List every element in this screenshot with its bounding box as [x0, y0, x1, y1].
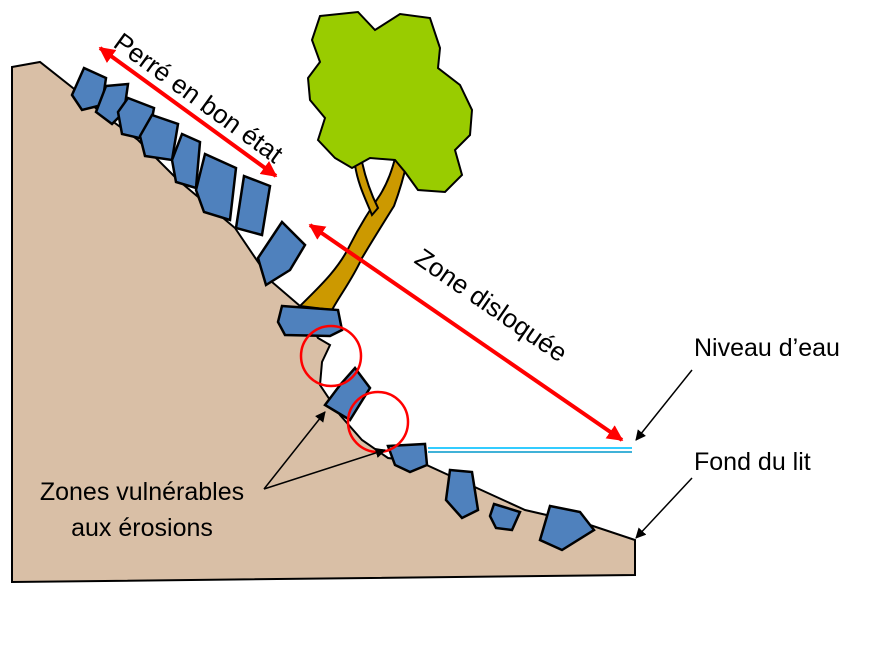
pointer-zones-1 — [263, 411, 326, 490]
stone — [538, 504, 596, 552]
pointer-fond-lit — [635, 477, 693, 539]
stone — [194, 152, 238, 222]
label-fond-lit: Fond du lit — [694, 448, 811, 476]
stone — [488, 502, 522, 532]
stone — [256, 220, 307, 287]
pointer-niveau-eau — [635, 369, 693, 441]
tree-trunk — [297, 153, 410, 312]
label-zones-vulnerables-line1: Zones vulnérables — [40, 478, 244, 506]
arrow-zone-disloquee — [308, 223, 624, 442]
arrow-perre — [98, 46, 278, 178]
tree-foliage — [306, 10, 474, 194]
erosion-circle — [346, 390, 410, 454]
stone — [234, 174, 272, 237]
stone — [276, 304, 344, 338]
label-zones-vulnerables-line2: aux érosions — [71, 514, 213, 542]
tree-branch — [353, 160, 380, 217]
stone — [386, 442, 429, 474]
stone — [444, 468, 480, 520]
label-niveau-eau: Niveau d’eau — [694, 334, 840, 362]
pointer-zones-2 — [263, 447, 386, 490]
